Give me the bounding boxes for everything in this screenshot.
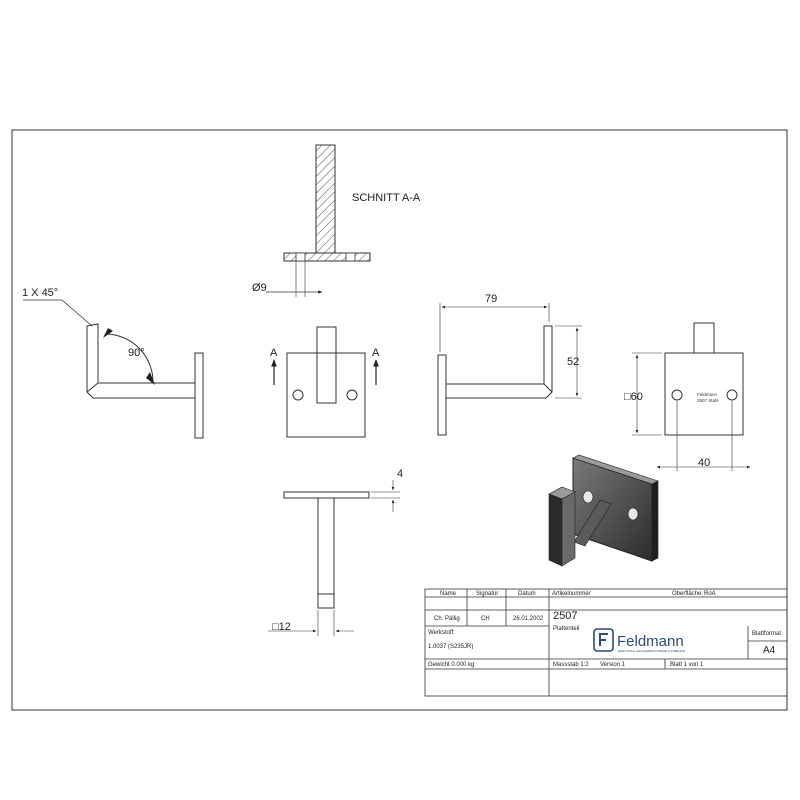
tb-sheet-number: Blatt 1 von 1	[670, 662, 704, 668]
section-marker-right: A	[372, 347, 380, 359]
back-view	[664, 322, 744, 436]
hole-diameter-label: Ø9	[252, 282, 267, 294]
tb-drawn-by-signature: CH	[481, 616, 490, 622]
dim-12-lines	[268, 610, 354, 636]
tb-header-date: Datum	[518, 591, 536, 597]
dim-40-lines	[656, 401, 751, 471]
side-view-left	[86, 323, 204, 439]
plate-marking: Feldmann 2507 Stahl	[697, 392, 719, 403]
tb-scale: Massstab 1:2	[553, 662, 589, 668]
dim-79-lines	[439, 303, 550, 352]
tb-drawn-by-name: Ch. Pällig	[434, 616, 460, 622]
dim-40-label: 40	[698, 457, 710, 469]
isometric-render	[548, 454, 659, 567]
dim-4-lines	[371, 480, 400, 512]
tb-header-surface: Oberfläche:	[672, 591, 703, 597]
tb-sheet-format-label: Blattformat	[752, 631, 781, 637]
angle-label: 90°	[128, 347, 145, 359]
dim-60-label: □60	[624, 391, 643, 403]
front-view	[286, 326, 366, 438]
tb-drawn-date: 26.01.2002	[513, 616, 544, 622]
tb-surface-value: RoA	[704, 591, 716, 597]
section-title: SCHNITT A-A	[352, 192, 421, 204]
title-block	[424, 588, 788, 697]
sheet-border	[11, 129, 788, 711]
tb-description: Plattenteil	[553, 626, 579, 632]
tb-material: 1.0037 (S235JR)	[428, 644, 473, 650]
company-logo	[593, 628, 614, 652]
section-marker-left: A	[270, 347, 278, 359]
tb-description-label: Werkstoff:	[428, 630, 455, 636]
dim-60-lines	[632, 352, 662, 436]
tb-company-tagline: EDELSTAHL GELÄNDERSYSTEME & ZUBEHÖR	[618, 649, 686, 653]
top-view	[283, 491, 370, 609]
section-view	[266, 144, 371, 297]
dim-12-label: □12	[272, 621, 291, 633]
side-view-right	[437, 325, 553, 436]
dim-52-lines	[555, 325, 582, 399]
tb-company-name: Feldmann	[617, 633, 684, 650]
angle-arrow	[146, 372, 155, 385]
tb-sheet-format: A4	[763, 645, 776, 656]
tb-version: Version 1	[600, 662, 626, 668]
tb-header-name: Name	[440, 591, 457, 597]
angle-arrow-top	[103, 328, 113, 338]
tb-weight: Gewicht 0.000 kg	[428, 662, 474, 668]
tb-article-number: 2507	[553, 610, 577, 622]
tb-header-article-number: Artikelnummer	[552, 591, 591, 597]
chamfer-label: 1 X 45°	[22, 287, 58, 299]
tb-header-signature: Signatur	[476, 591, 498, 597]
dim-52-label: 52	[567, 356, 579, 368]
chamfer-leader	[23, 299, 93, 327]
plate-marking-line-1: Feldmann	[697, 392, 718, 397]
dim-79-label: 79	[485, 293, 497, 305]
dim-4-label: 4	[397, 468, 403, 480]
plate-marking-line-2: 2507 Stahl	[697, 398, 719, 403]
